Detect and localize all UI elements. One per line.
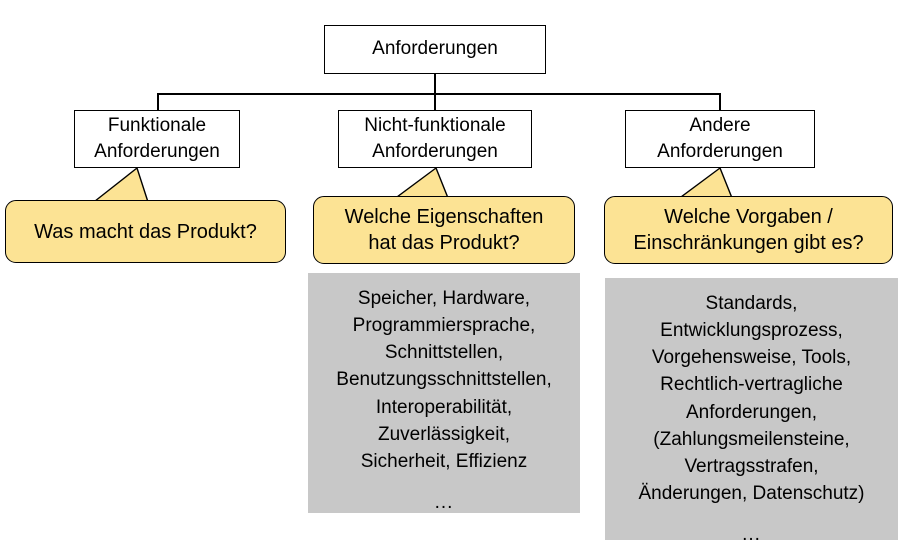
callout-andere-line2: Einschränkungen gibt es? [633, 232, 864, 254]
detail-line: (Zahlungsmeilensteine, [653, 428, 850, 450]
callout-nicht-funktionale-text: Welche Eigenschaften hat das Produkt? [345, 204, 544, 256]
detail-line: Programmiersprache, [352, 315, 536, 337]
connector-root-down [434, 74, 436, 94]
detail-line: Vorgehensweise, Tools, [651, 347, 852, 369]
node-nicht-funktionale-anforderungen: Nicht-funktionale Anforderungen [338, 110, 532, 168]
details-panel-andere: Standards, Entwicklungsprozess, Vorgehen… [605, 278, 898, 540]
detail-ellipsis: ... [434, 492, 454, 514]
node-andere-label: Andere Anforderungen [657, 113, 783, 165]
node-andere-label-line2: Anforderungen [657, 141, 783, 162]
node-funktionale-label: Funktionale Anforderungen [94, 113, 220, 165]
details-panel-nicht-funktionale: Speicher, Hardware, Programmiersprache, … [308, 273, 580, 513]
callout-funktionale-text: Was macht das Produkt? [34, 220, 257, 243]
node-andere-label-line1: Andere [689, 114, 751, 136]
node-nicht-funktionale-label-line1: Nicht-funktionale [364, 114, 506, 136]
callout-funktionale-question: Was macht das Produkt? [5, 200, 286, 263]
detail-line: Zuverlässigkeit, [378, 423, 510, 445]
node-andere-anforderungen: Andere Anforderungen [625, 110, 815, 168]
detail-line: Speicher, Hardware, [357, 288, 531, 309]
callout-nicht-funktionale-question: Welche Eigenschaften hat das Produkt? [313, 196, 575, 264]
callout-nicht-funktionale-line2: hat das Produkt? [368, 232, 520, 254]
connector-horizontal [157, 93, 720, 95]
connector-drop-middle [434, 93, 436, 110]
detail-line: Rechtlich-vertragliche [660, 374, 843, 396]
detail-line: Schnittstellen, [384, 342, 504, 364]
node-funktionale-label-line1: Funktionale [107, 114, 207, 136]
detail-line: Interoperabilität, [375, 396, 513, 418]
detail-line: Anforderungen, [686, 401, 817, 423]
node-nicht-funktionale-label-line2: Anforderungen [372, 141, 498, 162]
detail-line: Benutzungsschnittstellen, [336, 369, 552, 391]
detail-ellipsis: ... [742, 524, 761, 540]
callout-nicht-funktionale-line1: Welche Eigenschaften [344, 206, 544, 228]
connector-drop-right [719, 93, 721, 110]
detail-line: Entwicklungsprozess, [660, 320, 843, 342]
detail-line: Standards, [705, 293, 798, 314]
detail-line: Sicherheit, Effizienz [360, 450, 528, 472]
node-anforderungen: Anforderungen [324, 25, 546, 74]
callout-andere-question: Welche Vorgaben / Einschränkungen gibt e… [604, 196, 893, 264]
callout-andere-text: Welche Vorgaben / Einschränkungen gibt e… [633, 204, 863, 256]
node-nicht-funktionale-label: Nicht-funktionale Anforderungen [364, 113, 506, 165]
callout-andere-line1: Welche Vorgaben / [664, 206, 833, 228]
node-funktionale-anforderungen: Funktionale Anforderungen [74, 110, 240, 168]
node-funktionale-label-line2: Anforderungen [94, 141, 220, 162]
node-root-label: Anforderungen [372, 38, 498, 60]
detail-line: Änderungen, Datenschutz) [638, 483, 865, 505]
detail-line: Vertragsstrafen, [684, 455, 819, 477]
connector-drop-left [157, 93, 159, 110]
